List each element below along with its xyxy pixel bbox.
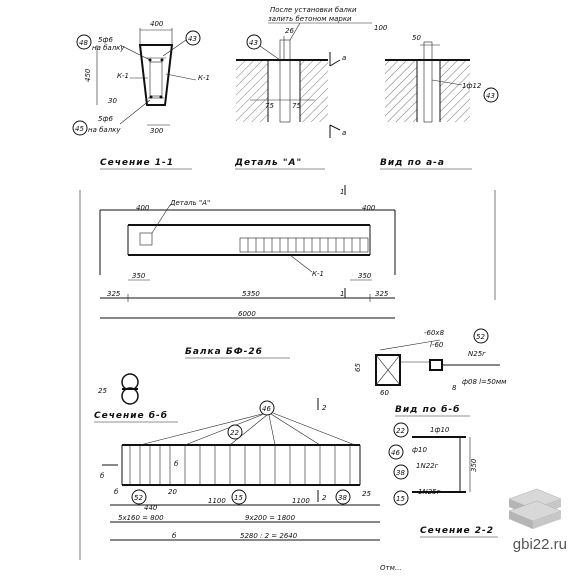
dim-75-right: 75 bbox=[292, 102, 301, 110]
section-2-2-title: Сечение 2-2 bbox=[420, 526, 494, 536]
bars-bottom-label: 5ф6 bbox=[98, 115, 113, 123]
dim-350: 350 bbox=[470, 458, 478, 472]
footer-partial: Отм... bbox=[380, 564, 402, 572]
pos-15: 15 bbox=[234, 494, 243, 502]
arrow-a-bottom: а bbox=[342, 129, 346, 137]
dim-25: 25 bbox=[98, 387, 107, 395]
gbi22-logo bbox=[508, 488, 562, 529]
section-2-2: 350 22 1ф10 46 ф10 38 1N22г 15 1N25г Сеч… bbox=[388, 422, 498, 538]
pos-46: 46 bbox=[262, 405, 271, 413]
cut-2-bottom: 2 bbox=[322, 494, 327, 502]
dim-50: 50 bbox=[412, 34, 421, 42]
bar-1f10: 1ф10 bbox=[430, 426, 450, 434]
pos-43: 43 bbox=[188, 35, 197, 43]
dim-400: 400 bbox=[150, 20, 164, 28]
pos-52: 52 bbox=[134, 494, 143, 502]
bar-n22: 1N22г bbox=[416, 462, 439, 470]
dim-350-right: 350 bbox=[358, 272, 372, 280]
dim-5x160: 5х160 = 800 bbox=[118, 514, 164, 522]
dim-325-left: 325 bbox=[107, 290, 121, 298]
dim-400-right: 400 bbox=[362, 204, 376, 212]
pos-46: 46 bbox=[391, 449, 400, 457]
pos-52: 52 bbox=[476, 333, 485, 341]
detail-a-title: Деталь "А" bbox=[234, 158, 302, 168]
bar-f10: ф10 bbox=[412, 446, 427, 454]
mark-b-left-2: б bbox=[114, 488, 119, 496]
pos-22: 22 bbox=[396, 427, 405, 435]
pos-43: 43 bbox=[249, 39, 258, 47]
arrow-a-top: а bbox=[342, 54, 346, 62]
dim-350-left: 350 bbox=[132, 272, 146, 280]
bars-bottom-note: на балку bbox=[88, 126, 121, 134]
k1-left-label: К-1 bbox=[117, 72, 129, 80]
cut-2-top: 2 bbox=[322, 404, 327, 412]
pos-45: 45 bbox=[75, 125, 84, 133]
pos-43: 43 bbox=[486, 92, 495, 100]
dim-400-left: 400 bbox=[136, 204, 150, 212]
pos-15: 15 bbox=[396, 495, 405, 503]
section-b-b-title: Сечение б-б bbox=[94, 410, 168, 421]
frame-stirrups bbox=[129, 445, 351, 485]
view-a-a: 50 1ф12 43 Вид по а-а bbox=[380, 34, 499, 170]
dim-5350: 5350 bbox=[242, 290, 260, 298]
section-b-b: 25 Сечение б-б bbox=[94, 373, 178, 423]
section-1-1: 400 300 450 30 К-1 К-1 5ф6 на балку 5ф6 … bbox=[72, 20, 210, 170]
bar-n25: 1N25г bbox=[418, 488, 441, 496]
dim-26: 26 bbox=[285, 27, 294, 35]
plate-label: -60х8 bbox=[424, 329, 445, 337]
site-brand[interactable]: gbi22.ru bbox=[512, 536, 567, 553]
plate2-label: l-60 bbox=[430, 341, 444, 349]
dim-25: 25 bbox=[362, 490, 371, 498]
dim-65: 65 bbox=[354, 363, 362, 372]
pos-22: 22 bbox=[230, 429, 239, 437]
view-b-b: -60х8 l-60 52 N25г 60 65 8 ф08 l=50мм Ви… bbox=[354, 328, 507, 417]
mark-b-bottom: б bbox=[172, 532, 177, 540]
cut-mark-1-top: 1 bbox=[340, 188, 344, 196]
note-line-1: После установки балки bbox=[270, 6, 357, 14]
dim-6000: 6000 bbox=[238, 310, 256, 318]
dim-9x200: 9х200 = 1800 bbox=[245, 514, 296, 522]
dim-1100-left: 1100 bbox=[208, 497, 226, 505]
mark-b-left: б bbox=[100, 472, 105, 480]
bar-n25: N25г bbox=[468, 350, 486, 358]
dim-30: 30 bbox=[108, 97, 117, 105]
weld-label: ф08 l=50мм bbox=[462, 378, 507, 386]
dim-325-right: 325 bbox=[375, 290, 389, 298]
k1-right-label: К-1 bbox=[198, 74, 210, 82]
dim-75-left: 75 bbox=[265, 102, 274, 110]
beam-title: Балка БФ-26 bbox=[185, 347, 263, 357]
section-1-1-title: Сечение 1-1 bbox=[100, 158, 174, 168]
note-line-2: залить бетоном марки bbox=[268, 15, 352, 23]
frame-k1: 46 22 2 2 б б б 52 15 38 20 25 440 1100 … bbox=[100, 398, 380, 541]
cut-mark-1-bottom: 1 bbox=[340, 290, 344, 298]
bars-top-label: 5ф6 bbox=[98, 36, 113, 44]
bars-top-note: на балку bbox=[92, 44, 125, 52]
beam-elevation: 1 1 Деталь "А" 400 400 К-1 350 350 325 3… bbox=[99, 185, 396, 359]
dim-300: 300 bbox=[150, 127, 164, 135]
dim-60: 60 bbox=[380, 389, 389, 397]
k1-label: К-1 bbox=[312, 270, 324, 278]
pos-38: 38 bbox=[338, 494, 347, 502]
view-b-b-title: Вид по б-б bbox=[395, 404, 460, 415]
detail-a: 75 75 26 43 После установки балки залить… bbox=[234, 6, 388, 170]
view-a-a-title: Вид по а-а bbox=[380, 158, 445, 168]
detail-a-ref: Деталь "А" bbox=[169, 199, 210, 207]
dim-total: 5280 : 2 = 2640 bbox=[240, 532, 298, 540]
pos-38: 38 bbox=[396, 469, 405, 477]
dim-1100-right: 1100 bbox=[292, 497, 310, 505]
pos-48: 48 bbox=[79, 39, 88, 47]
dim-8: 8 bbox=[452, 384, 457, 392]
note-line-3: 100 bbox=[374, 24, 388, 32]
bar-label: 1ф12 bbox=[462, 82, 482, 90]
mark-b-top: б bbox=[174, 460, 179, 468]
beam-stirrups bbox=[247, 238, 361, 252]
dim-440: 440 bbox=[144, 504, 158, 512]
dim-450: 450 bbox=[84, 68, 92, 82]
dim-20: 20 bbox=[168, 488, 177, 496]
